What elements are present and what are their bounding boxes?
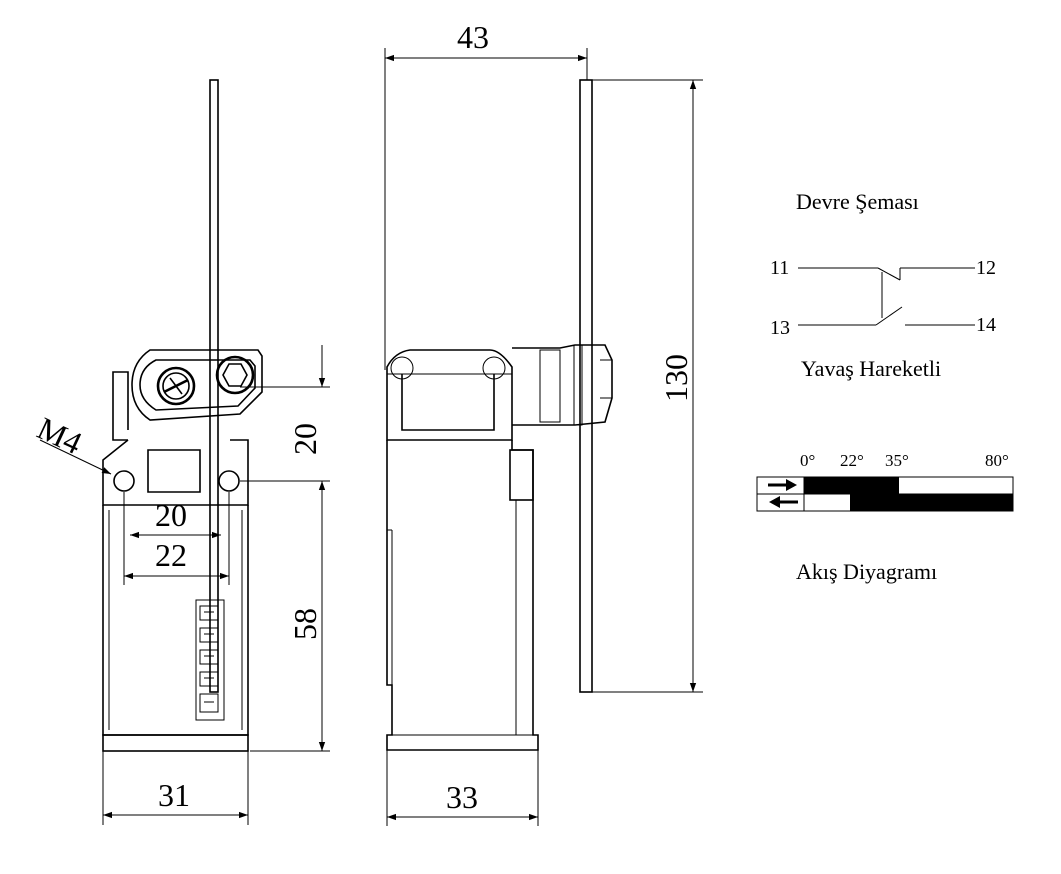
side-view — [386, 79, 613, 751]
m4-label: M4 — [32, 410, 88, 461]
arrow-left-icon — [769, 496, 798, 508]
dim-side-width: 33 — [386, 750, 539, 826]
angle-80: 80° — [985, 451, 1009, 470]
dim-130-label: 130 — [658, 354, 694, 402]
dim-33-label: 33 — [446, 779, 478, 815]
dim-20-inner-label: 20 — [155, 497, 187, 533]
angle-22: 22° — [840, 451, 864, 470]
circuit-subtitle: Yavaş Hareketli — [801, 356, 941, 381]
terminal-14: 14 — [976, 314, 996, 336]
m4-callout: M4 — [32, 410, 112, 475]
terminal-13: 13 — [770, 317, 790, 339]
dim-31-label: 31 — [158, 777, 190, 813]
circuit-title: Devre Şeması — [796, 189, 919, 214]
flow-title: Akış Diyagramı — [796, 559, 937, 584]
angle-0: 0° — [800, 451, 815, 470]
dim-20-vertical-label: 20 — [287, 423, 323, 455]
dim-vertical: 20 58 — [240, 345, 330, 752]
terminal-12: 12 — [976, 257, 996, 279]
dim-top-width: 43 — [384, 19, 588, 370]
dim-43-label: 43 — [457, 19, 489, 55]
terminal-11: 11 — [770, 257, 789, 279]
front-view — [102, 79, 263, 752]
emas-logo — [195, 599, 225, 721]
dim-front-width: 31 — [102, 751, 249, 825]
dim-58-label: 58 — [287, 608, 323, 640]
dim-total-height: 130 — [592, 79, 703, 693]
dim-22-label: 22 — [155, 537, 187, 573]
angle-35: 35° — [885, 451, 909, 470]
dim-hole-spacing: 20 22 — [123, 492, 230, 585]
circuit-diagram: Devre Şeması 11 12 13 14 Yavaş Hareketli — [770, 189, 996, 381]
flow-diagram: 0° 22° 35° 80° Akış Diyagramı — [756, 451, 1014, 584]
arrow-right-icon — [768, 479, 797, 491]
